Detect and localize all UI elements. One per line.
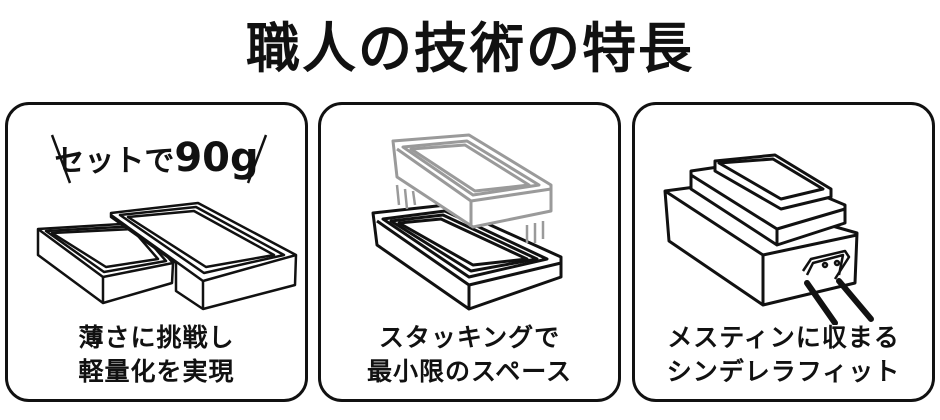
feature-card-lightweight: セットで90g 薄さに挑戦し 軽量化を実現 xyxy=(5,102,308,402)
stacking-trays-icon xyxy=(371,133,563,311)
weight-badge: セットで90g xyxy=(8,135,305,181)
two-trays-icon xyxy=(36,134,298,311)
caption-line-2: 最小限のスペース xyxy=(366,357,572,386)
feature-caption-mess-tin-fit: メスティンに収まる シンデレラフィット xyxy=(635,321,932,389)
mess-tin-icon xyxy=(663,153,874,325)
caption-line-1: 薄さに挑戦し xyxy=(78,323,235,352)
feature-card-stacking: スタッキングで 最小限のスペース xyxy=(318,102,621,402)
caption-line-2: 軽量化を実現 xyxy=(78,357,235,386)
weight-badge-prefix: セットで xyxy=(54,144,175,179)
weight-badge-value: 90g xyxy=(174,135,259,181)
feature-caption-lightweight: 薄さに挑戦し 軽量化を実現 xyxy=(8,321,305,389)
feature-caption-stacking: スタッキングで 最小限のスペース xyxy=(321,321,618,389)
caption-line-2: シンデレラフィット xyxy=(666,357,901,386)
feature-card-mess-tin-fit: メスティンに収まる シンデレラフィット xyxy=(632,102,935,402)
caption-line-1: メスティンに収まる xyxy=(667,323,900,352)
caption-line-1: スタッキングで xyxy=(378,323,561,352)
page-title: 職人の技術の特長 xyxy=(246,17,694,80)
